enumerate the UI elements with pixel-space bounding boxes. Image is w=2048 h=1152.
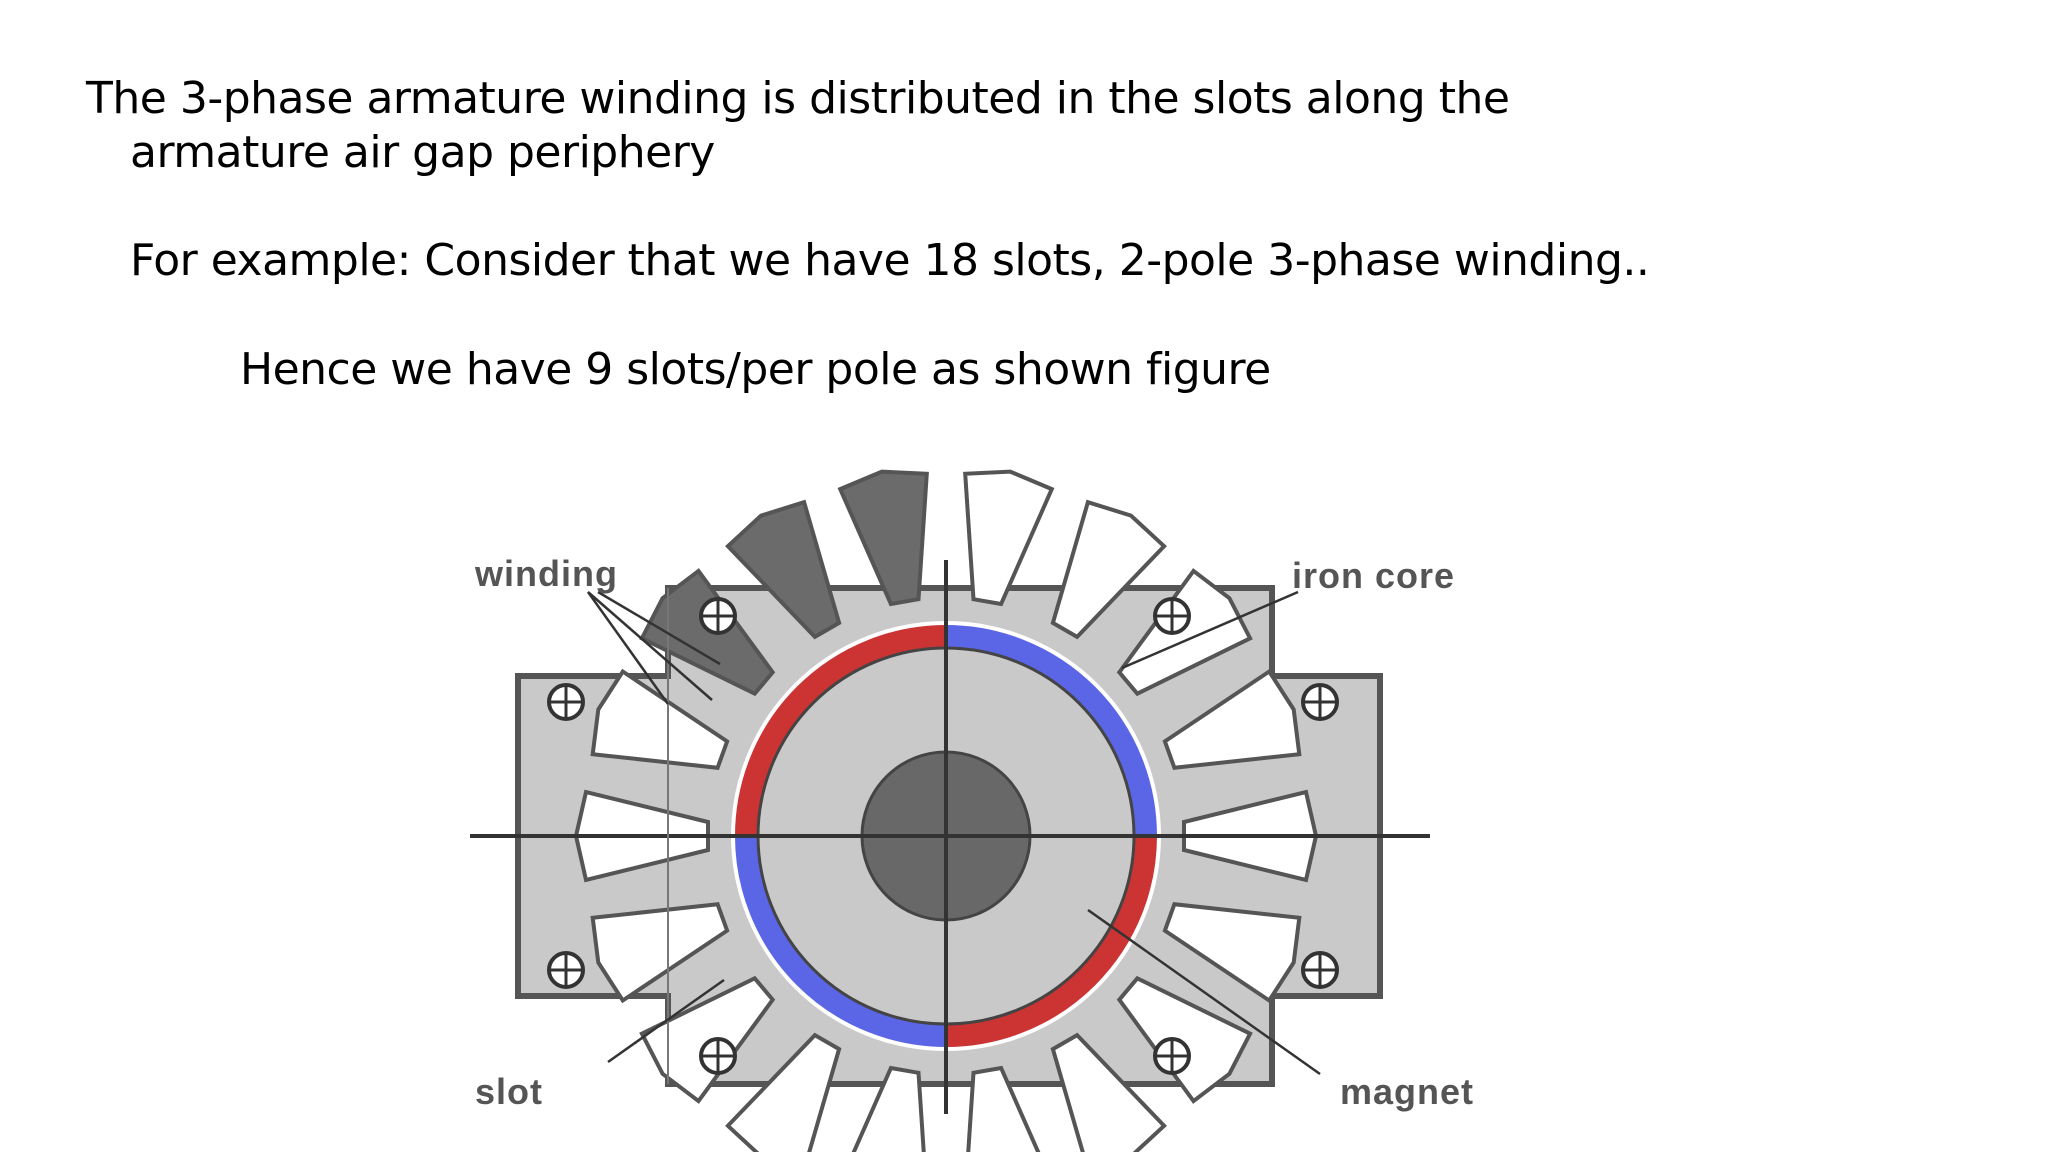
magnet-red-upper-left	[735, 625, 947, 837]
stator-slot	[1162, 902, 1302, 1004]
stator-slot-winding	[725, 499, 842, 640]
rotor-magnets	[735, 625, 1157, 1047]
leader-lines	[586, 590, 1321, 1076]
stator-slot	[1162, 668, 1302, 770]
stator-slot	[725, 1032, 842, 1152]
mounting-hole	[547, 951, 585, 989]
mounting-hole	[1301, 951, 1339, 989]
stator-slot	[963, 469, 1055, 607]
stator-slot-winding	[837, 469, 929, 607]
stator-slot	[590, 668, 730, 770]
center-lines	[470, 560, 1430, 1114]
label-iron-core: iron core	[1292, 555, 1455, 596]
stator-slot	[851, 1065, 926, 1152]
stator-slot	[966, 1065, 1041, 1152]
mounting-holes	[547, 597, 1339, 1075]
mounting-hole	[699, 597, 737, 635]
label-slot: slot	[475, 1071, 543, 1112]
stator-slot	[1116, 568, 1253, 697]
stator-slot	[1050, 499, 1167, 640]
slots-per-pole-line: Hence we have 9 slots/per pole as shown …	[240, 344, 1271, 395]
mounting-hole	[1153, 597, 1191, 635]
stator-slot	[1116, 975, 1253, 1104]
stator-slot-winding	[639, 568, 776, 697]
stator-slots	[573, 469, 1319, 1152]
magnet-red-lower-right	[945, 835, 1157, 1047]
stator-slot	[1050, 1032, 1167, 1152]
mounting-hole	[1301, 683, 1339, 721]
mounting-hole	[1153, 1037, 1191, 1075]
magnet-blue-lower-left	[735, 835, 947, 1047]
slide-text-block: The 3-phase armature winding is distribu…	[0, 0, 2048, 420]
label-winding: winding	[474, 553, 618, 594]
label-magnet: magnet	[1340, 1071, 1474, 1112]
stator-slot	[590, 902, 730, 1004]
example-line: For example: Consider that we have 18 sl…	[130, 235, 1650, 286]
mounting-hole	[699, 1037, 737, 1075]
mounting-hole	[547, 683, 585, 721]
intro-line-2: armature air gap periphery	[130, 127, 715, 178]
intro-line-1: The 3-phase armature winding is distribu…	[86, 73, 1510, 124]
magnet-blue-upper-right	[945, 625, 1157, 837]
